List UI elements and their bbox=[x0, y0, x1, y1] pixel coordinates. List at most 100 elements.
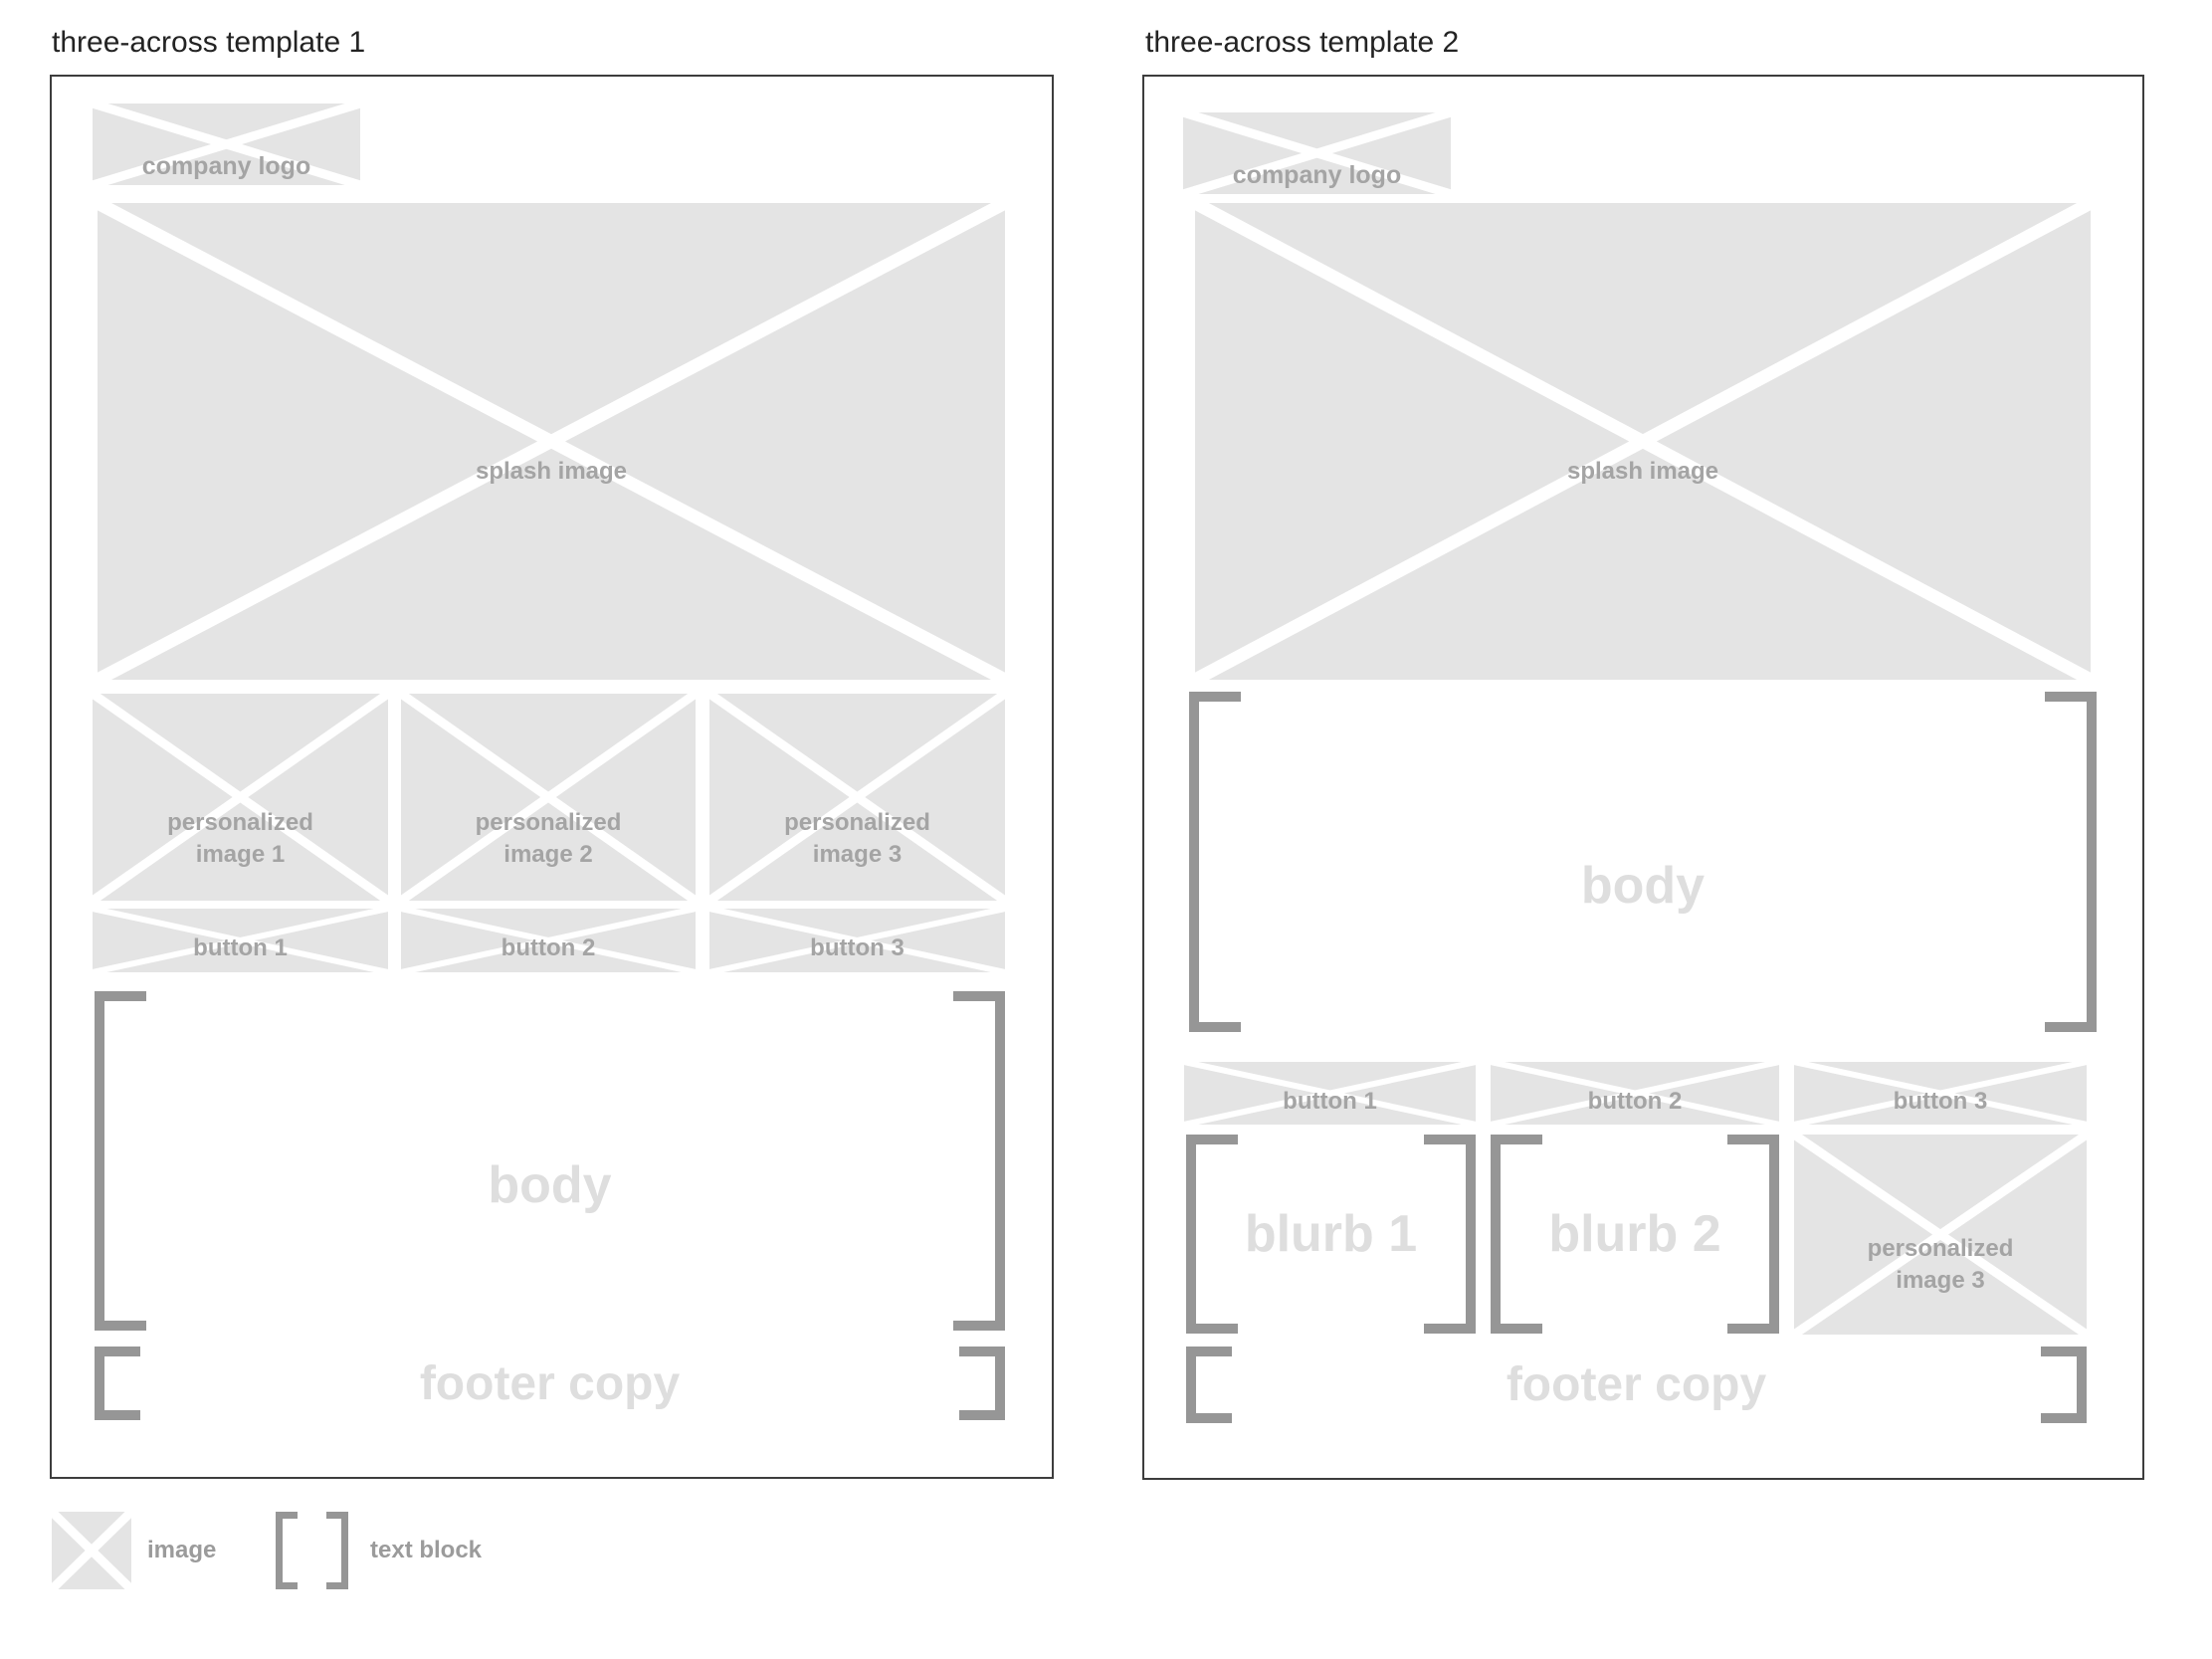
image-x-icon bbox=[401, 909, 696, 972]
blurb-1-text-block: blurb 1 bbox=[1186, 1135, 1476, 1334]
bracket-left bbox=[1186, 1347, 1232, 1356]
bracket-left bbox=[1491, 1135, 1542, 1144]
bracket-right bbox=[2045, 1022, 2097, 1032]
splash-image: splash image bbox=[1195, 203, 2091, 680]
bracket-left bbox=[95, 1321, 146, 1331]
label-line-2: image 2 bbox=[503, 841, 593, 868]
button-1-label: button 1 bbox=[193, 934, 288, 962]
splash-image-label: splash image bbox=[475, 457, 628, 485]
image-x-icon bbox=[93, 909, 388, 972]
image-x-icon bbox=[1184, 1062, 1476, 1125]
image-x-icon bbox=[1195, 203, 2091, 680]
bracket-left bbox=[1186, 1135, 1238, 1144]
footer-copy-label: footer copy bbox=[419, 1356, 681, 1410]
legend-image-label: image bbox=[147, 1537, 217, 1563]
bracket-left bbox=[95, 1410, 140, 1420]
template-1-panel: company logo splash image personalized i… bbox=[50, 75, 1054, 1479]
bracket-left bbox=[1189, 692, 1241, 702]
splash-image-label: splash image bbox=[1566, 457, 1719, 485]
legend-text-block-label: text block bbox=[370, 1537, 483, 1563]
bracket-right bbox=[2045, 692, 2097, 702]
button-3-placeholder: button 3 bbox=[709, 909, 1005, 972]
company-logo-label: company logo bbox=[1232, 160, 1402, 189]
personalized-image-3-label: personalized image 3 bbox=[1868, 1233, 2014, 1296]
bracket-left bbox=[1491, 1324, 1542, 1334]
button-2-placeholder: button 2 bbox=[401, 909, 696, 972]
image-x-icon bbox=[98, 203, 1005, 680]
bracket-right bbox=[326, 1582, 348, 1589]
body-text-block: body bbox=[1189, 692, 2097, 1032]
label-line-1: personalized bbox=[784, 809, 930, 837]
image-x-icon bbox=[1183, 112, 1451, 194]
image-x-icon bbox=[1794, 1062, 2087, 1125]
bracket-left bbox=[276, 1512, 283, 1589]
bracket-right bbox=[959, 1410, 1005, 1420]
button-2-label: button 2 bbox=[501, 934, 596, 962]
image-x-icon bbox=[1491, 1062, 1779, 1125]
button-3-placeholder: button 3 bbox=[1794, 1062, 2087, 1125]
footer-copy-text-block: footer copy bbox=[95, 1347, 1005, 1420]
bracket-right bbox=[1727, 1324, 1779, 1334]
bracket-right bbox=[1424, 1324, 1476, 1334]
image-x-icon bbox=[401, 694, 696, 901]
image-x-icon bbox=[709, 909, 1005, 972]
bracket-left bbox=[1186, 1347, 1196, 1423]
button-3-label: button 3 bbox=[810, 934, 905, 962]
bracket-right bbox=[959, 1347, 1005, 1356]
template-1-title: three-across template 1 bbox=[52, 26, 366, 59]
image-x-icon bbox=[93, 104, 360, 185]
image-x-icon bbox=[1794, 1135, 2087, 1335]
personalized-image-3: personalized image 3 bbox=[709, 694, 1005, 901]
bracket-left bbox=[1189, 692, 1199, 1032]
label-line-1: personalized bbox=[475, 809, 622, 837]
legend-image-swatch bbox=[52, 1512, 131, 1589]
bracket-right bbox=[1769, 1135, 1779, 1334]
bracket-left bbox=[1189, 1022, 1241, 1032]
bracket-right bbox=[953, 991, 1005, 1001]
bracket-left bbox=[1491, 1135, 1501, 1334]
bracket-right bbox=[1424, 1135, 1476, 1144]
label-line-2: image 1 bbox=[195, 841, 286, 868]
bracket-left bbox=[1186, 1135, 1196, 1334]
bracket-right bbox=[2041, 1347, 2087, 1356]
bracket-right bbox=[2087, 692, 2097, 1032]
bracket-right bbox=[995, 991, 1005, 1331]
bracket-right bbox=[2077, 1347, 2087, 1423]
bracket-right bbox=[341, 1512, 348, 1589]
bracket-right bbox=[1466, 1135, 1476, 1334]
bracket-left bbox=[1186, 1413, 1232, 1423]
personalized-image-1-label: personalized image 1 bbox=[167, 807, 313, 870]
button-1-label: button 1 bbox=[1283, 1087, 1377, 1115]
template-2-panel: company logo splash image body bu bbox=[1142, 75, 2144, 1480]
company-logo-image: company logo bbox=[1183, 112, 1451, 194]
blurb-2-text-block: blurb 2 bbox=[1491, 1135, 1779, 1334]
image-x-icon bbox=[93, 694, 388, 901]
company-logo-image: company logo bbox=[93, 104, 360, 185]
bracket-right bbox=[953, 1321, 1005, 1331]
footer-copy-text-block: footer copy bbox=[1186, 1347, 2087, 1423]
bracket-left bbox=[276, 1582, 298, 1589]
label-line-2: image 3 bbox=[1896, 1266, 1985, 1294]
button-3-label: button 3 bbox=[1893, 1087, 1988, 1115]
personalized-image-1: personalized image 1 bbox=[93, 694, 388, 901]
body-label: body bbox=[1580, 857, 1706, 915]
bracket-right bbox=[1727, 1135, 1779, 1144]
blurb-2-label: blurb 2 bbox=[1548, 1205, 1721, 1263]
label-line-1: personalized bbox=[1867, 1234, 2014, 1262]
bracket-right bbox=[995, 1347, 1005, 1420]
bracket-left bbox=[1186, 1324, 1238, 1334]
button-2-label: button 2 bbox=[1587, 1087, 1683, 1115]
label-line-2: image 3 bbox=[812, 841, 903, 868]
bracket-right bbox=[2041, 1413, 2087, 1423]
bracket-left bbox=[276, 1512, 298, 1519]
image-x-icon bbox=[709, 694, 1005, 901]
image-x-icon bbox=[52, 1512, 131, 1589]
splash-image: splash image bbox=[98, 203, 1005, 680]
personalized-image-3: personalized image 3 bbox=[1794, 1135, 2087, 1335]
button-1-placeholder: button 1 bbox=[93, 909, 388, 972]
bracket-left bbox=[95, 1347, 140, 1356]
bracket-right bbox=[326, 1512, 348, 1519]
company-logo-label: company logo bbox=[141, 151, 311, 180]
button-1-placeholder: button 1 bbox=[1184, 1062, 1476, 1125]
